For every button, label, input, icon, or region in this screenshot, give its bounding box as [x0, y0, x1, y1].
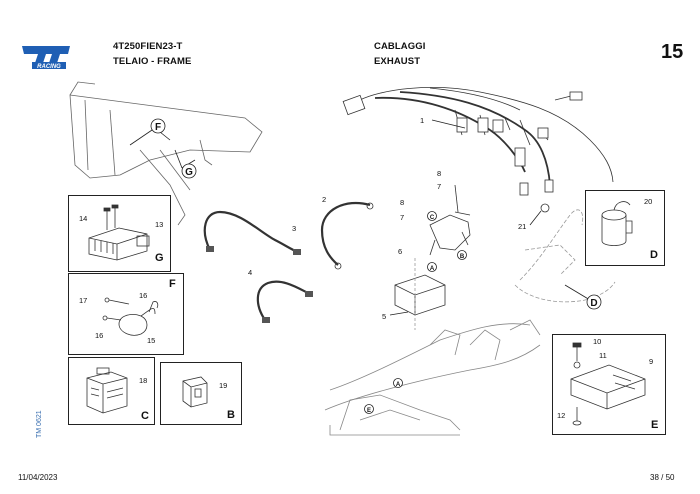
detail-box-c: 18 C: [68, 357, 155, 425]
section-title-it: CABLAGGI: [374, 41, 426, 52]
marker-d-circle: [586, 294, 602, 310]
relay-drawing: [86, 367, 128, 414]
callout-15: 15: [147, 336, 156, 345]
detail-box-d: 20 D: [585, 190, 665, 266]
callout-19: 19: [219, 381, 228, 390]
connector-drawing: [182, 376, 208, 408]
callout-17: 17: [79, 296, 88, 305]
box-letter-g: G: [155, 252, 164, 264]
box-letter-e: E: [651, 419, 659, 431]
footer-page-count: 38 / 50: [650, 473, 675, 482]
tm-racing-logo: RACING: [22, 46, 70, 70]
ecu-drawing: [570, 342, 646, 426]
section-title-en: EXHAUST: [374, 56, 421, 67]
callout-16-bottom: 16: [95, 331, 104, 340]
rear-frame-drawing: [514, 209, 616, 303]
callout-2: 2: [322, 195, 327, 204]
marker-g: G: [185, 167, 193, 178]
page-number: 15: [661, 41, 684, 63]
callout-11: 11: [599, 351, 607, 360]
detail-box-f: 17 16 16 15 F: [68, 273, 184, 355]
cable-4: [256, 280, 309, 321]
callout-16-top: 16: [139, 291, 148, 300]
box-letter-f: F: [169, 278, 176, 290]
callout-7-left: 7: [400, 213, 405, 222]
marker-a2: A: [396, 382, 401, 388]
frame-drawing: [69, 81, 263, 226]
lower-frame-drawing: [324, 319, 541, 436]
bracket-assembly: [429, 184, 471, 256]
box-letter-b: B: [227, 409, 235, 421]
callout-4: 4: [248, 268, 253, 277]
ignition-coil-drawing: [102, 297, 159, 336]
marker-c-circle: [427, 211, 437, 221]
marker-a: A: [430, 266, 435, 272]
callout-6: 6: [398, 247, 403, 256]
battery: [394, 274, 446, 316]
detail-box-b: 19 B: [160, 362, 242, 425]
callout-9: 9: [649, 357, 654, 366]
callout-12: 12: [557, 411, 566, 420]
frame-label: TELAIO - FRAME: [113, 56, 192, 67]
marker-f-circle: [150, 118, 166, 134]
box-letter-c: C: [141, 410, 149, 422]
detail-box-e: 10 11 9 12 E: [552, 334, 666, 435]
cable-2: [320, 201, 371, 266]
callout-8-left: 8: [400, 198, 405, 207]
regulator-drawing: [88, 204, 150, 261]
detail-box-g: 14 13 G: [68, 195, 171, 272]
callout-18: 18: [139, 376, 148, 385]
callout-7-right: 7: [437, 182, 442, 191]
marker-a-circle: [427, 262, 437, 272]
callout-1: 1: [420, 116, 425, 125]
marker-f: F: [155, 122, 161, 133]
logo-subtitle: RACING: [37, 64, 61, 70]
callout-3: 3: [292, 224, 297, 233]
footer-date: 11/04/2023: [18, 473, 58, 482]
marker-e: E: [367, 408, 371, 414]
marker-c: C: [430, 215, 435, 221]
callout-8-right: 8: [437, 169, 442, 178]
harness-connectors: [342, 91, 583, 196]
marker-b: B: [460, 254, 465, 260]
callout-10: 10: [593, 337, 602, 346]
callout-5: 5: [382, 312, 387, 321]
marker-e-circle: [364, 404, 374, 414]
marker-a2-circle: [393, 378, 403, 388]
marker-b-circle: [457, 250, 467, 260]
callout-21: 21: [518, 222, 527, 231]
cable-3: [203, 210, 299, 254]
callout-20: 20: [644, 197, 653, 206]
document-code: 4T250FIEN23-T: [113, 41, 183, 52]
sensor-drawing: [601, 201, 633, 246]
marker-d: D: [590, 298, 597, 309]
callout-13: 13: [155, 220, 164, 229]
marker-g-circle: [181, 163, 197, 179]
box-letter-d: D: [650, 249, 658, 261]
document-reference: TM 0621: [36, 410, 43, 438]
callout-14: 14: [79, 214, 88, 223]
